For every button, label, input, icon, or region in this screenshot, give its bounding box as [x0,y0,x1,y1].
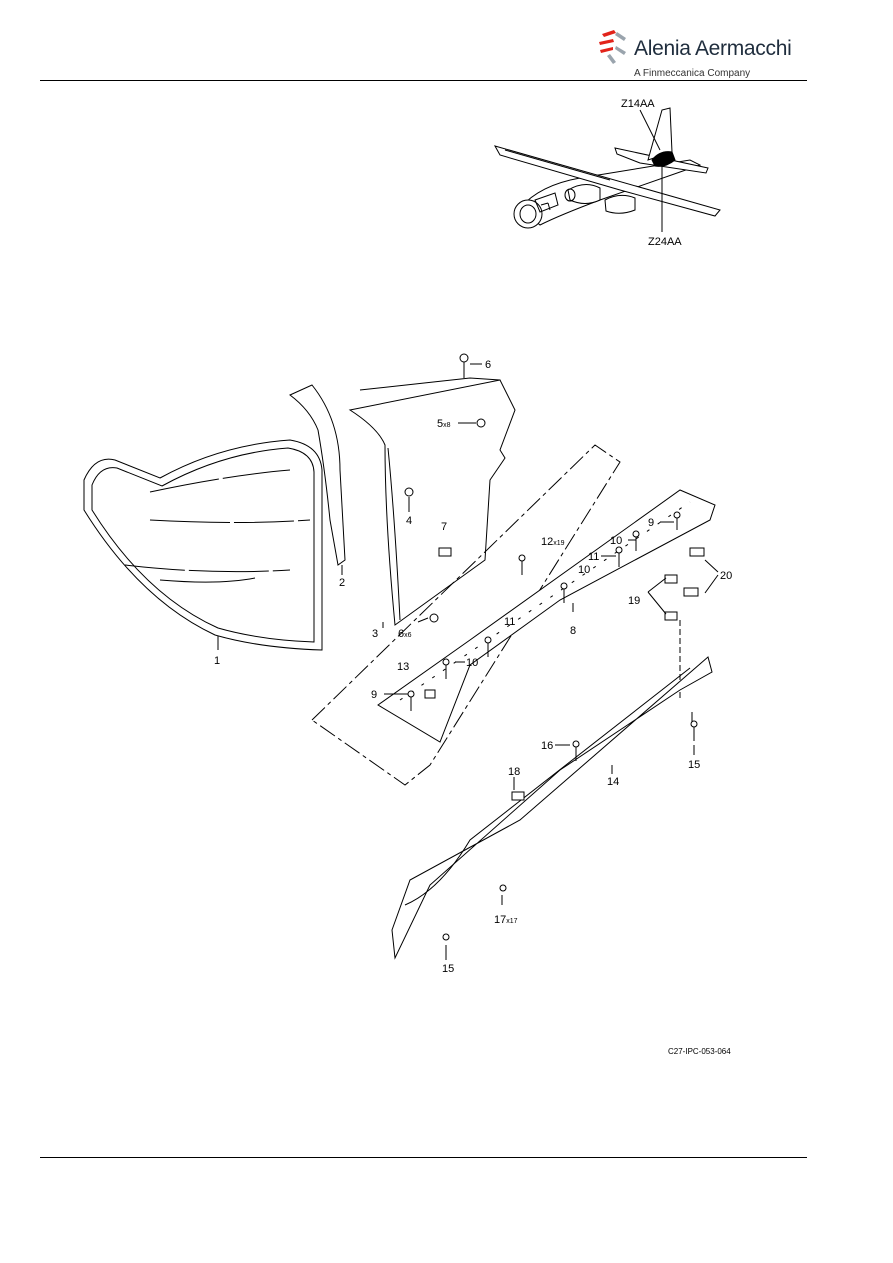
callout-9-upper: 9 [648,517,654,529]
callout-leaders [384,363,719,960]
callout-5-qty: x8 [443,422,451,429]
callout-10-c: 10 [466,657,478,669]
brand-emblem-icon [599,30,626,64]
callout-15-lower: 15 [442,963,454,975]
callout-16: 16 [541,740,553,752]
svg-text:17x17: 17x17 [494,914,518,926]
figure-reference: C27-IPC-053-064 [668,1047,731,1056]
callout-11-b: 11 [504,616,515,628]
callout-7: 7 [441,521,447,533]
callout-numbers: 1 2 3 4 5x8 6 6x6 7 8 9 9 10 10 10 11 11… [214,359,732,975]
callout-13: 13 [397,661,409,673]
callout-8: 8 [570,625,576,637]
callout-10-a: 10 [610,535,622,547]
header-rule [40,80,807,81]
callout-15-upper: 15 [688,759,700,771]
callout-6-qty: x6 [404,632,412,639]
callout-18: 18 [508,766,520,778]
callout-1: 1 [214,655,220,667]
callout-19: 19 [628,595,640,607]
zone-label-top: Z14AA [621,98,655,110]
zone-label-bottom: Z24AA [648,236,682,248]
callout-17-qty: x17 [506,918,517,925]
fasteners [404,353,698,941]
part-8-upper-panel [377,489,716,743]
callout-2: 2 [339,577,345,589]
callout-14: 14 [607,776,619,788]
svg-text:5x8: 5x8 [437,418,451,430]
svg-text:12x19: 12x19 [541,536,565,548]
callout-5: 5 [437,418,443,430]
callout-12-qty: x19 [553,540,564,547]
brand-tagline: A Finmeccanica Company [634,68,751,79]
part-3-side-panel [348,377,516,628]
callout-6-top: 6 [485,359,491,371]
aircraft-locator-illustration: Z14AA Z24AA [493,98,721,248]
part-1-fairing-shell [83,439,323,651]
callout-12: 12 [541,536,553,548]
callout-11-a: 11 [588,551,599,563]
callout-10-b: 10 [578,564,590,576]
callout-9-lower: 9 [371,689,377,701]
part-14-lower-frame [391,656,713,960]
part-2-seal-strip [289,384,346,575]
callout-4: 4 [406,515,412,527]
callout-17: 17 [494,914,506,926]
brand-logo: Alenia Aermacchi A Finmeccanica Company [596,22,796,82]
callout-3: 3 [372,628,378,640]
callout-20: 20 [720,570,732,582]
brand-name: Alenia Aermacchi [634,37,792,60]
callout-6-bottom: 6 [398,628,404,640]
footer-rule [40,1157,807,1158]
svg-text:6x6: 6x6 [398,628,412,640]
